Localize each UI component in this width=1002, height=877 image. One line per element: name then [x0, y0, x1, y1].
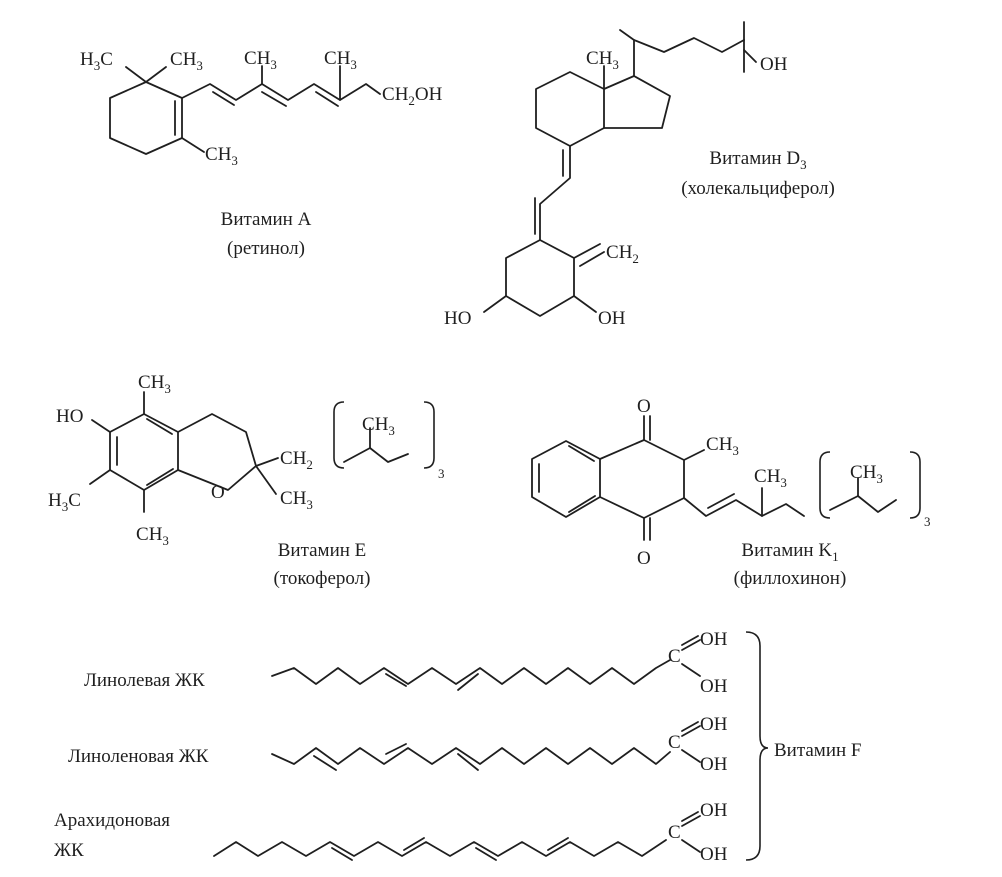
vitamin-a-structure: H3C CH3 CH3 CH3 CH3 CH2OH Витамин A (рет…	[80, 48, 443, 259]
arachidonic-oh-label: OH	[700, 844, 728, 865]
vitamin-e-ch3-label: CH3	[138, 372, 171, 396]
vitamin-f-structure: Линолевая ЖК C OH OH Линоленовая ЖК C OH…	[54, 629, 862, 865]
arachidonic-acid-label: ЖК	[54, 840, 84, 861]
vitamin-e-o-label: O	[211, 482, 225, 503]
vitamin-d3-ch2-label: CH2	[606, 242, 639, 266]
linoleic-oh-label: OH	[700, 629, 728, 650]
vitamin-e-structure: CH3 HO H3C CH3 O CH2 CH3 CH3 3 Витамин E…	[48, 372, 445, 589]
vitamin-d3-alt-name: (холекальциферол)	[681, 178, 835, 199]
vitamin-d3-ch3-label: CH3	[586, 48, 619, 72]
vitamin-e-ho-label: HO	[56, 406, 83, 427]
vitamin-k1-repeat-count: 3	[924, 514, 931, 529]
vitamin-e-alt-name: (токоферол)	[274, 568, 371, 589]
vitamin-d3-oh-label: OH	[760, 54, 788, 75]
linolenic-carbon-label: C	[668, 732, 681, 753]
vitamin-e-repeat-ch3-label: CH3	[362, 414, 395, 438]
vitamin-k1-alt-name: (филлохинон)	[734, 568, 847, 589]
vitamin-a-ch3-label: CH3	[205, 144, 238, 168]
vitamin-d3-oh-label: OH	[598, 308, 626, 329]
arachidonic-carbon-label: C	[668, 822, 681, 843]
vitamin-k1-ch3-label: CH3	[754, 466, 787, 490]
vitamin-e-ch3-label: CH3	[280, 488, 313, 512]
vitamin-a-ch3-label: CH3	[244, 48, 277, 72]
vitamin-f-label: Витамин F	[774, 740, 862, 761]
linolenic-oh-label: OH	[700, 754, 728, 775]
linoleic-carbon-label: C	[668, 646, 681, 667]
vitamin-a-name: Витамин A	[221, 209, 312, 230]
linolenic-oh-label: OH	[700, 714, 728, 735]
vitamin-a-ch3-label: CH3	[324, 48, 357, 72]
vitamin-k1-name: Витамин K1	[741, 540, 838, 564]
vitamin-a-alt-name: (ретинол)	[227, 238, 305, 259]
vitamin-e-name: Витамин E	[278, 540, 367, 561]
vitamin-e-repeat-count: 3	[438, 466, 445, 481]
vitamin-e-ch3-label: CH3	[136, 524, 169, 548]
vitamin-k1-structure: O O CH3 CH3 CH3 3 Витамин K1 (филлохинон…	[531, 396, 931, 589]
linoleic-acid-label: Линолевая ЖК	[84, 670, 205, 691]
vitamin-e-h3c-label: H3C	[48, 490, 81, 514]
linoleic-oh-label: OH	[700, 676, 728, 697]
vitamin-d3-ho-label: HO	[444, 308, 471, 329]
vitamin-d3-structure: CH3 OH CH2 HO OH Витамин D3 (холекальциф…	[444, 21, 835, 329]
vitamin-k1-repeat-ch3-label: CH3	[850, 462, 883, 486]
vitamin-f-brace	[745, 631, 769, 861]
arachidonic-acid-label: Арахидоновая	[54, 810, 170, 831]
vitamin-e-ch2-label: CH2	[280, 448, 313, 472]
vitamin-a-ch3-label: CH3	[170, 49, 203, 73]
vitamin-a-ch2oh-label: CH2OH	[382, 84, 443, 108]
vitamin-a-h3c-label: H3C	[80, 49, 113, 73]
vitamin-k1-oxygen-label: O	[637, 548, 651, 569]
vitamin-d3-name: Витамин D3	[709, 148, 806, 172]
arachidonic-oh-label: OH	[700, 800, 728, 821]
linolenic-acid-label: Линоленовая ЖК	[68, 746, 209, 767]
vitamin-k1-oxygen-label: O	[637, 396, 651, 417]
vitamin-k1-ch3-label: CH3	[706, 434, 739, 458]
